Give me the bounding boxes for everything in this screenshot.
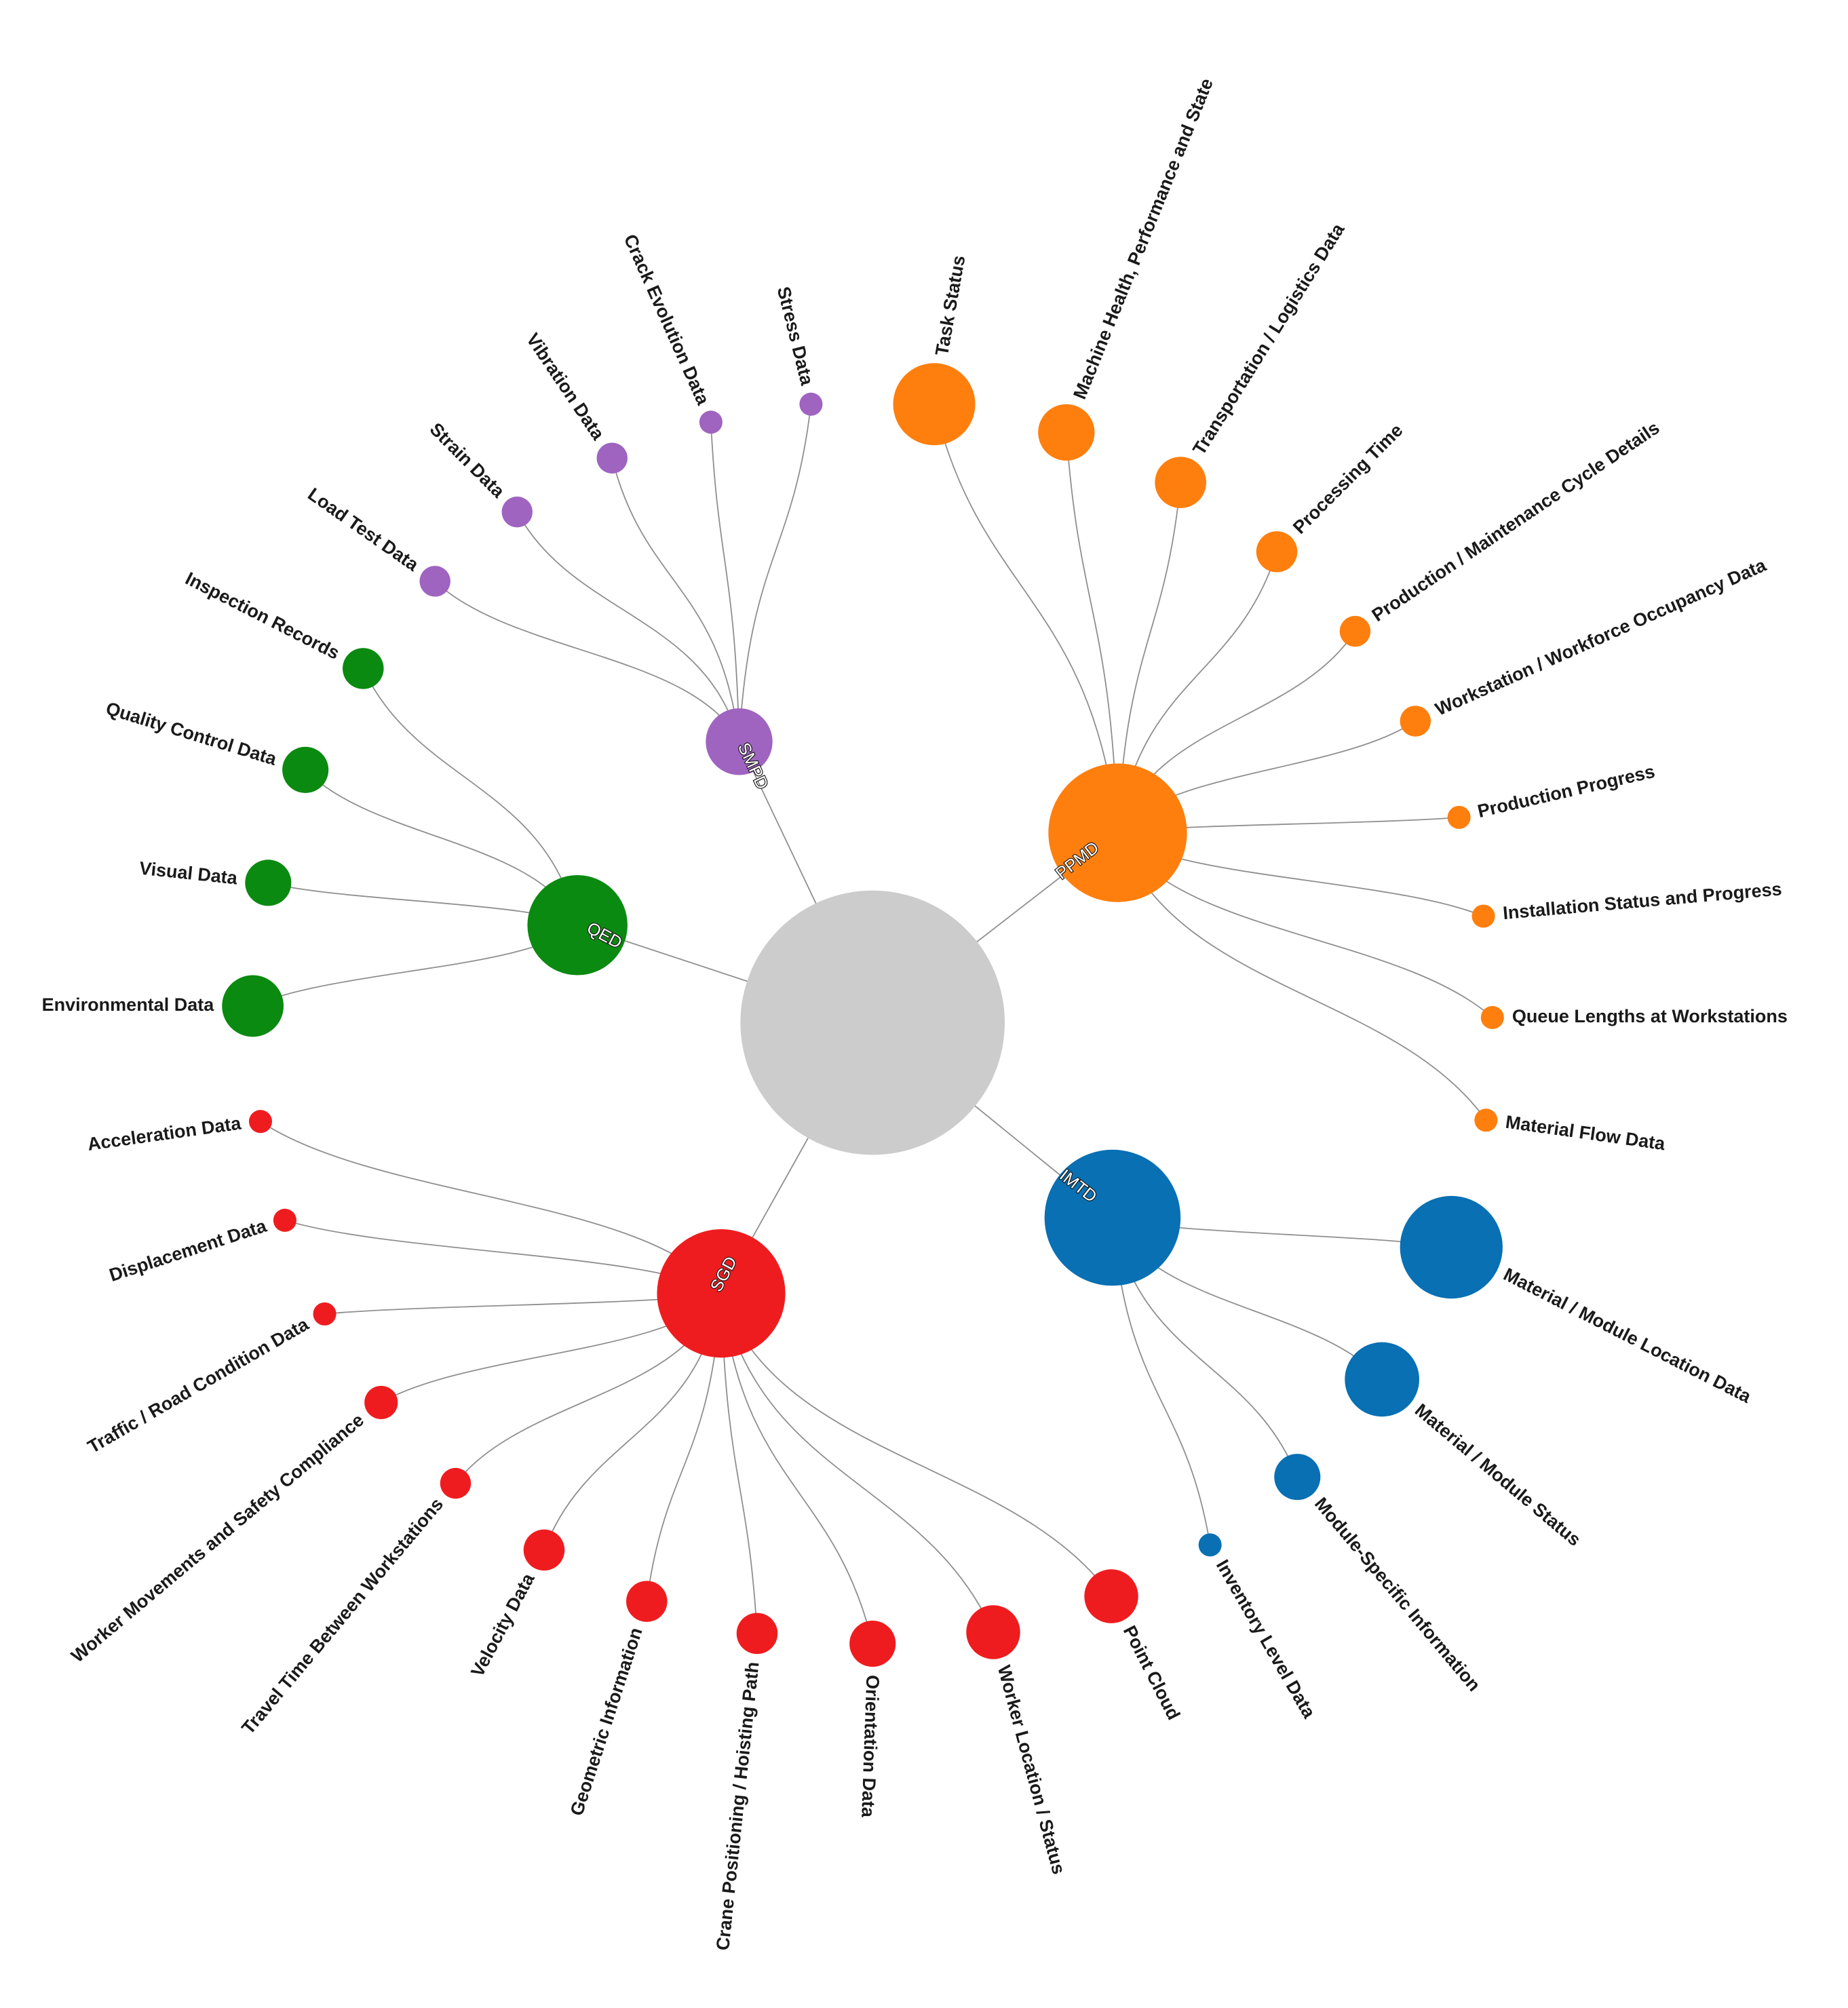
link-ppmd-task-status: [933, 404, 1119, 833]
leaf-label-visual-data: Visual Data: [138, 858, 239, 889]
group-node-sgd: [657, 1229, 786, 1358]
leaf-node-displacement-data: [273, 1208, 296, 1232]
leaf-node-orientation-data: [849, 1620, 896, 1667]
leaf-node-queue-lengths-at-workstations: [1480, 1005, 1504, 1029]
link-qed-environmental-data: [252, 925, 578, 1007]
leaf-node-strain-data: [501, 497, 533, 528]
leaf-node-material-module-location-data: [1400, 1195, 1503, 1299]
leaf-node-processing-time: [1256, 531, 1298, 573]
leaf-label-machine-health-performance-and-state: Machine Health, Performance and State: [1069, 75, 1217, 402]
leaf-label-geometric-information: Geometric Information: [566, 1625, 647, 1819]
leaf-label-material-module-location-data: Material / Module Location Data: [1500, 1264, 1754, 1407]
leaf-label-inspection-records: Inspection Records: [182, 568, 343, 663]
leaf-label-vibration-data: Vibration Data: [522, 330, 609, 444]
leaf-label-installation-status-and-progress: Installation Status and Progress: [1502, 878, 1783, 923]
leaf-node-crane-positioning-hoisting-path: [736, 1613, 778, 1655]
leaf-label-crane-positioning-hoisting-path: Crane Positioning / Hoisting Path: [712, 1661, 763, 1951]
leaf-label-inventory-level-data: Inventory Level Data: [1212, 1556, 1320, 1722]
leaf-label-production-progress: Production Progress: [1476, 761, 1657, 822]
link-smpd-vibration-data: [611, 458, 740, 742]
leaf-node-inventory-level-data: [1198, 1533, 1222, 1557]
leaf-label-point-cloud: Point Cloud: [1119, 1622, 1184, 1723]
leaf-node-load-test-data: [419, 566, 450, 597]
link-smpd-load-test-data: [434, 581, 740, 742]
link-sgd-acceleration-data: [260, 1121, 722, 1294]
leaf-node-crack-evolution-data: [699, 410, 723, 434]
leaf-label-displacement-data: Displacement Data: [107, 1215, 269, 1285]
leaf-node-material-module-status: [1345, 1342, 1419, 1417]
link-ppmd-transportation-logistics-data: [1117, 482, 1182, 833]
leaf-label-material-flow-data: Material Flow Data: [1504, 1112, 1667, 1155]
leaf-node-installation-status-and-progress: [1471, 904, 1495, 928]
leaf-node-material-flow-data: [1474, 1108, 1498, 1132]
leaf-node-worker-movements-and-safety-compliance: [364, 1385, 398, 1419]
link-sgd-crane-positioning-hoisting-path: [720, 1293, 758, 1634]
leaf-label-production-maintenance-cycle-details: Production / Maintenance Cycle Details: [1368, 417, 1663, 625]
leaf-node-stress-data: [799, 392, 823, 416]
leaf-label-crack-evolution-data: Crack Evolution Data: [620, 231, 714, 408]
leaf-label-processing-time: Processing Time: [1289, 420, 1407, 538]
leaf-node-quality-control-data: [282, 746, 329, 793]
leaf-node-vibration-data: [596, 442, 628, 474]
group-node-ppmd: [1048, 763, 1187, 902]
leaf-label-strain-data: Strain Data: [426, 419, 509, 502]
leaf-node-acceleration-data: [248, 1110, 272, 1134]
link-smpd-crack-evolution-data: [710, 422, 740, 742]
leaf-node-environmental-data: [222, 975, 284, 1037]
leaf-label-orientation-data: Orientation Data: [858, 1675, 883, 1819]
link-smpd-stress-data: [738, 404, 812, 742]
leaf-node-module-specific-information: [1274, 1454, 1321, 1501]
link-sgd-displacement-data: [284, 1219, 722, 1294]
leaf-node-production-maintenance-cycle-details: [1339, 615, 1371, 647]
leaf-node-machine-health-performance-and-state: [1038, 404, 1095, 461]
leaf-node-task-status: [893, 363, 976, 446]
leaf-node-worker-location-status: [966, 1605, 1020, 1659]
leaf-label-travel-time-between-workstations: Travel Time Between Workstations: [237, 1494, 447, 1738]
leaf-label-stress-data: Stress Data: [773, 284, 817, 387]
leaf-label-transportation-logistics-data: Transportation / Logistics Data: [1189, 219, 1349, 459]
leaf-label-workstation-workforce-occupancy-data: Workstation / Workforce Occupancy Data: [1432, 554, 1769, 719]
leaf-node-point-cloud: [1084, 1569, 1138, 1623]
leaf-label-worker-location-status: Worker Location / Status: [994, 1663, 1069, 1877]
leaf-label-load-test-data: Load Test Data: [304, 484, 423, 575]
leaf-node-inspection-records: [343, 648, 384, 689]
link-ppmd-machine-health-performance-and-state: [1065, 432, 1119, 833]
leaf-node-travel-time-between-workstations: [440, 1467, 471, 1499]
leaf-node-traffic-road-condition-data: [313, 1302, 336, 1326]
leaf-label-environmental-data: Environmental Data: [42, 995, 215, 1015]
link-sgd-orientation-data: [720, 1293, 874, 1644]
link-sgd-point-cloud: [720, 1293, 1112, 1597]
leaf-node-workstation-workforce-occupancy-data: [1400, 706, 1431, 737]
root-node: [740, 890, 1005, 1155]
leaf-label-material-module-status: Material / Module Status: [1411, 1399, 1585, 1550]
leaf-label-acceleration-data: Acceleration Data: [86, 1113, 243, 1155]
leaf-label-velocity-data: Velocity Data: [467, 1569, 539, 1680]
nodes-layer: [222, 363, 1504, 1667]
leaf-label-queue-lengths-at-workstations: Queue Lengths at Workstations: [1512, 1006, 1788, 1026]
link-qed-inspection-records: [362, 668, 579, 925]
leaf-node-geometric-information: [626, 1581, 668, 1622]
link-sgd-worker-location-status: [720, 1293, 994, 1633]
leaf-label-module-specific-information: Module-Specific Information: [1311, 1494, 1484, 1695]
link-smpd-strain-data: [516, 511, 740, 742]
leaf-node-visual-data: [245, 860, 292, 906]
leaf-label-traffic-road-condition-data: Traffic / Road Condition Data: [84, 1313, 313, 1457]
leaf-node-production-progress: [1447, 805, 1471, 829]
link-ppmd-material-flow-data: [1117, 832, 1487, 1121]
group-node-qed: [527, 875, 628, 976]
leaf-node-velocity-data: [523, 1529, 565, 1571]
leaf-label-task-status: Task Status: [931, 254, 969, 357]
group-node-imtd: [1044, 1149, 1181, 1286]
leaf-label-quality-control-data: Quality Control Data: [104, 698, 280, 769]
group-node-smpd: [706, 708, 773, 775]
leaf-node-transportation-logistics-data: [1155, 457, 1207, 509]
